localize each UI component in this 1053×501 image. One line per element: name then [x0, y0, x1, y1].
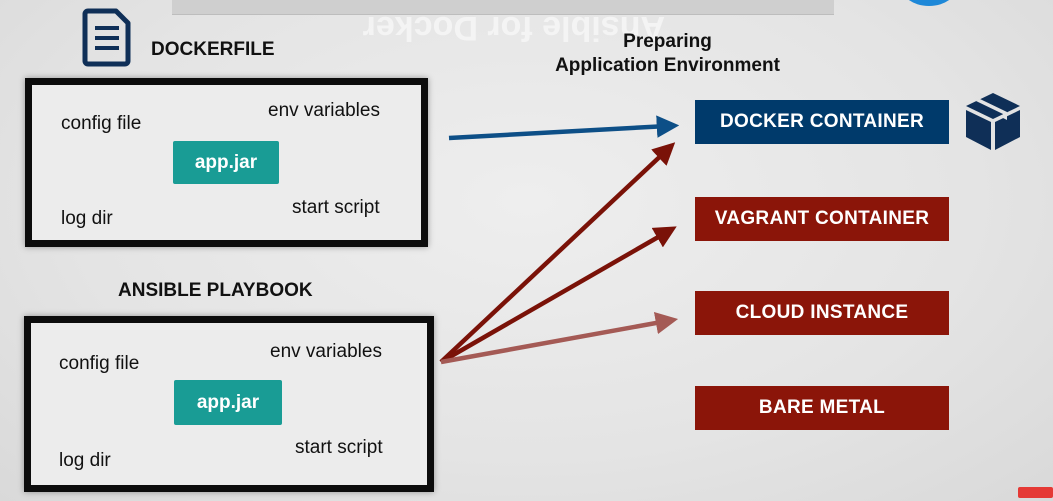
environment-title-line2: Application Environment — [555, 55, 780, 76]
target-bare-metal: BARE METAL — [695, 386, 949, 430]
dockerfile-log-dir: log dir — [61, 208, 113, 229]
top-strip — [172, 0, 834, 15]
dockerfile-env-variables: env variables — [268, 100, 380, 121]
playbook-env-variables: env variables — [270, 341, 382, 362]
playbook-start-script: start script — [295, 437, 383, 458]
playbook-app-jar: app.jar — [174, 380, 282, 425]
arrow-playbook-to-docker — [439, 142, 676, 364]
dockerfile-app-jar: app.jar — [173, 141, 279, 184]
target-cloud-instance: CLOUD INSTANCE — [695, 291, 949, 335]
document-icon — [82, 8, 131, 67]
playbook-log-dir: log dir — [59, 450, 111, 471]
box-icon — [966, 93, 1020, 150]
dockerfile-start-script: start script — [292, 197, 380, 218]
arrow-playbook-to-vagrant — [439, 226, 677, 364]
arrow-dockerfile-to-docker — [448, 115, 680, 141]
corner-logo — [898, 0, 960, 6]
arrow-playbook-to-cloud — [440, 311, 679, 365]
dockerfile-title: DOCKERFILE — [151, 39, 275, 60]
target-docker-container: DOCKER CONTAINER — [695, 100, 949, 144]
target-vagrant-container: VAGRANT CONTAINER — [695, 197, 949, 241]
playbook-config-file: config file — [59, 353, 140, 374]
dockerfile-panel — [25, 78, 428, 247]
environment-title-line1: Preparing — [623, 31, 712, 52]
playbook-title: ANSIBLE PLAYBOOK — [118, 280, 313, 301]
subscribe-badge[interactable] — [1018, 487, 1053, 498]
dockerfile-config-file: config file — [61, 113, 142, 134]
environment-title: Preparing Application Environment — [530, 30, 805, 78]
